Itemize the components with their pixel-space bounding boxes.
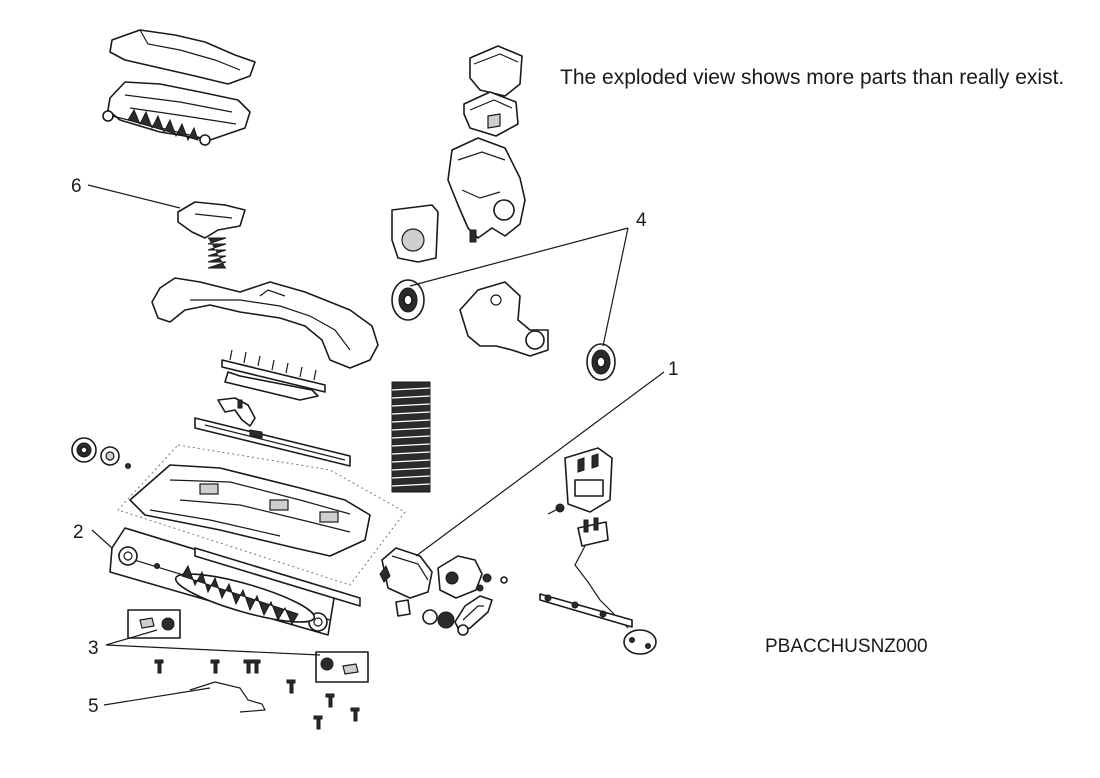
left-wheel-small [100, 446, 120, 466]
leader-line-4b [602, 227, 629, 347]
motor-housing-upper [447, 137, 526, 243]
lower-strip [194, 547, 361, 607]
callout-6: 6 [71, 176, 82, 197]
leader-line-6 [87, 184, 181, 209]
switch-terminals [577, 517, 609, 547]
leader-line-1 [415, 371, 665, 557]
part-code: PBACCHUSNZ000 [765, 636, 928, 657]
rear-wheel-right [586, 343, 616, 381]
corrugated-hose [391, 381, 431, 493]
wheel-screw [125, 463, 131, 469]
exploded-view-note: The exploded view shows more parts than … [560, 66, 1065, 89]
callout-2: 2 [73, 522, 84, 543]
nozzle-top-cover [109, 29, 256, 85]
filter-cover [391, 204, 439, 263]
handle-release-pedal [177, 201, 246, 239]
small-screws-motor [476, 573, 508, 592]
wheel-axle-bracket [459, 281, 549, 357]
top-cap [469, 45, 523, 97]
leader-line-4a [409, 227, 629, 287]
pedal-bar [221, 349, 326, 401]
callout-5: 5 [88, 696, 99, 717]
lower-brush-roll [174, 564, 316, 626]
bearing-box-left [127, 609, 181, 639]
sensor-disk [623, 629, 657, 655]
pulleys [395, 599, 469, 636]
leader-line-2 [91, 529, 113, 549]
base-plate [129, 464, 371, 557]
long-strip [194, 417, 351, 467]
callout-4: 4 [636, 210, 647, 231]
leader-line-3 [105, 629, 321, 656]
circuit-rail [539, 593, 633, 628]
motor [379, 547, 433, 599]
wire-clip [189, 681, 266, 713]
rear-wheel-left [391, 279, 425, 321]
upper-brush-roll [102, 108, 211, 146]
callout-3: 3 [88, 638, 99, 659]
small-latch [217, 397, 256, 427]
base-assembly-outline [117, 444, 406, 586]
screws [154, 659, 360, 730]
left-wheel-large [71, 437, 97, 463]
callout-1: 1 [668, 359, 679, 380]
release-spring [207, 237, 227, 269]
swivel-collar [463, 91, 519, 137]
switch-screw [547, 503, 565, 515]
main-hood [151, 277, 379, 369]
switch-housing [564, 447, 613, 513]
brush-housing [107, 81, 251, 141]
bearing-box-right [315, 651, 369, 683]
gear-housing [437, 555, 483, 599]
leader-line-5 [103, 687, 211, 706]
